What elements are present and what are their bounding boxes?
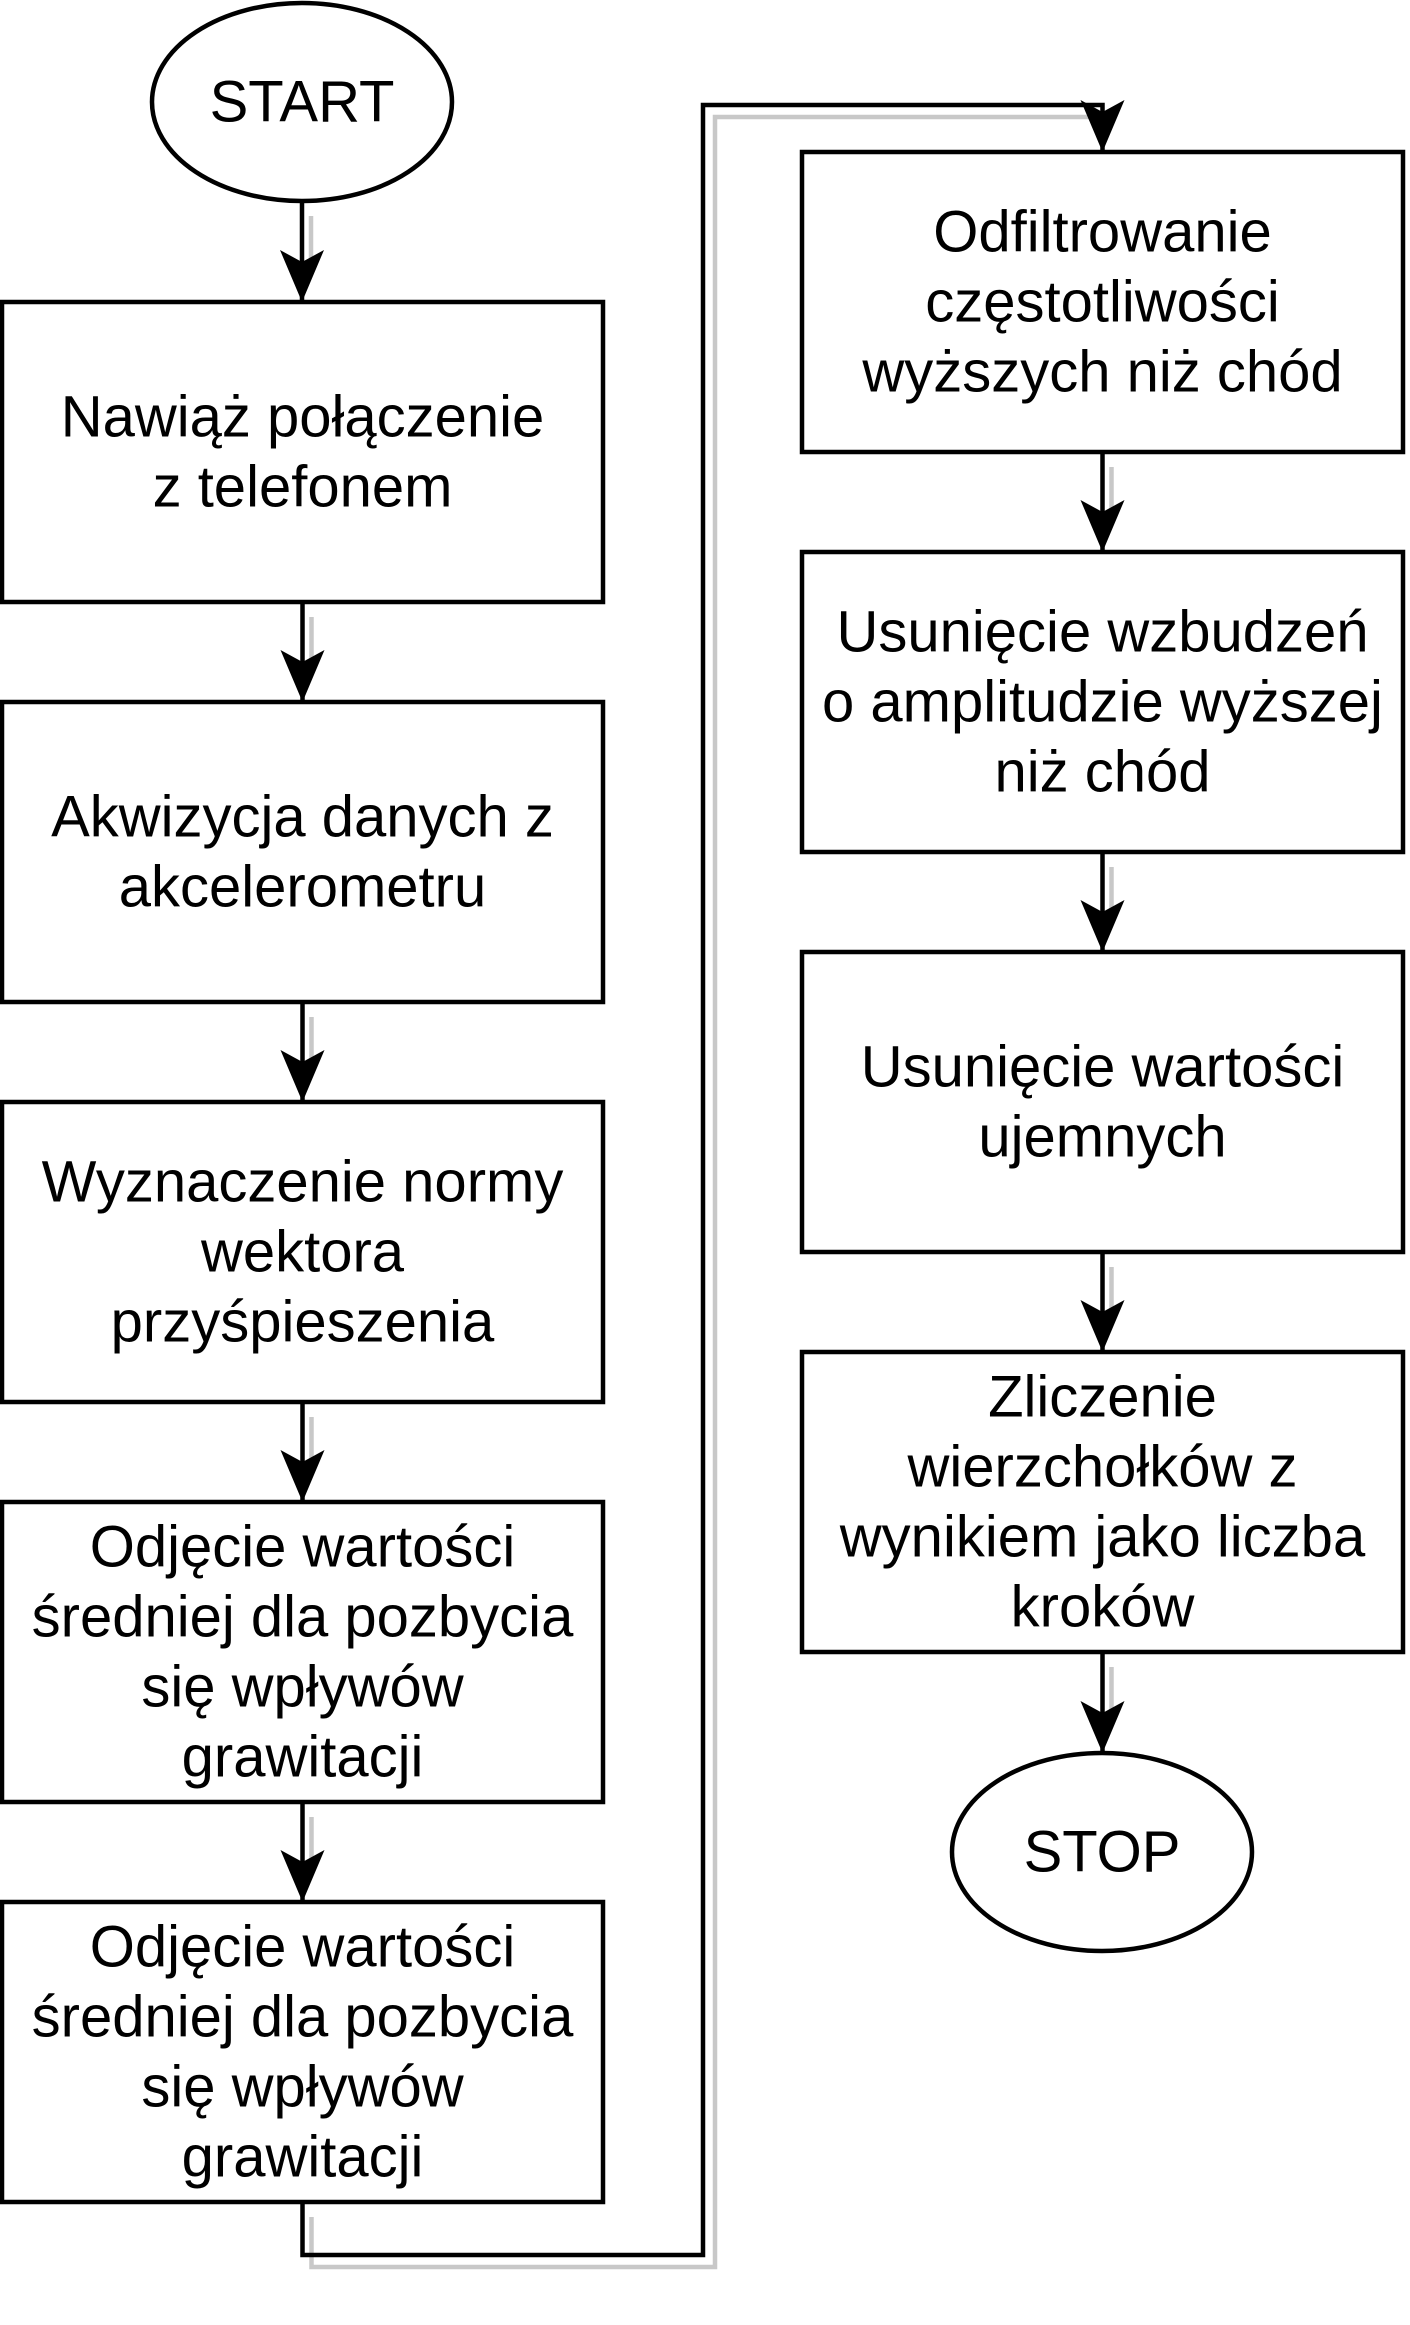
node-label-line: ujemnych — [978, 1105, 1226, 1170]
edge-step9-stop — [1080, 1652, 1125, 1753]
node-label-line: wynikiem jako liczba — [839, 1505, 1366, 1570]
edge-step7-step8 — [1080, 852, 1125, 952]
node-label-line: START — [210, 70, 395, 135]
process-box — [799, 1349, 1406, 1655]
arrowhead-icon — [280, 1850, 325, 1902]
node-label-line: się wpływów — [141, 1655, 464, 1720]
edge-step2-step3 — [280, 1002, 325, 1102]
node-label-line: przyśpieszenia — [111, 1290, 495, 1355]
node-label-line: kroków — [1011, 1575, 1196, 1640]
node-label-line: Nawiąż połączenie — [61, 385, 545, 450]
node-label-line: Odfiltrowanie — [933, 200, 1271, 265]
node-label-line: z telefonem — [153, 455, 453, 520]
node-label-line: Odjęcie wartości — [90, 1515, 515, 1580]
node-label-line: średniej dla pozbycia — [32, 1585, 574, 1650]
process-box — [0, 299, 606, 605]
arrowhead-icon — [1080, 500, 1125, 552]
edges-layer — [280, 100, 1125, 2270]
process-box — [0, 1499, 606, 1805]
edge-step4-step5 — [280, 1802, 325, 1902]
arrowhead-icon — [1080, 900, 1125, 952]
edge-step5-step6 — [300, 100, 1125, 2270]
edge-step1-step2 — [280, 602, 325, 702]
process-box — [0, 1099, 606, 1405]
node-label-line: grawitacji — [182, 2125, 424, 2190]
node-label-line: wektora — [200, 1220, 405, 1285]
process-box — [0, 1899, 606, 2205]
node-label-line: Akwizycja danych z — [51, 785, 554, 850]
edge-step8-step9 — [1080, 1252, 1125, 1352]
edge-step6-step7 — [1080, 452, 1125, 552]
terminator-shape — [949, 1750, 1255, 1954]
process-box — [799, 149, 1406, 455]
arrowhead-icon — [1080, 1300, 1125, 1352]
node-label-line: średniej dla pozbycia — [32, 1985, 574, 2050]
arrowhead-icon — [280, 1050, 325, 1102]
node-label-line: częstotliwości — [925, 270, 1280, 335]
terminator-shape — [149, 0, 455, 204]
node-label-line: się wpływów — [141, 2055, 464, 2120]
node-label-line: Usunięcie wzbudzeń — [837, 600, 1369, 665]
process-box — [0, 699, 606, 1005]
arrowhead-icon — [280, 650, 325, 702]
node-label-line: wyższych niż chód — [861, 340, 1342, 405]
node-label-line: Usunięcie wartości — [861, 1035, 1345, 1100]
node-label-line: akcelerometru — [119, 855, 486, 920]
node-label-line: o amplitudzie wyższej — [822, 670, 1383, 735]
process-box — [799, 949, 1406, 1255]
edge-start-step1 — [280, 201, 324, 302]
node-label-line: Zliczenie — [988, 1365, 1217, 1430]
arrowhead-icon — [280, 1450, 325, 1502]
edge-shadow — [309, 114, 1093, 2270]
edge-step3-step4 — [280, 1402, 325, 1502]
process-box — [799, 549, 1406, 855]
node-start: START — [149, 0, 455, 204]
node-label-line: wierzchołków z — [907, 1435, 1298, 1500]
node-label-line: niż chód — [994, 740, 1210, 805]
node-stop: STOP — [949, 1750, 1255, 1954]
node-label-line: grawitacji — [182, 1725, 424, 1790]
node-label-line: Wyznaczenie normy — [42, 1150, 564, 1215]
arrowhead-icon — [280, 250, 324, 302]
node-label-line: STOP — [1024, 1820, 1181, 1885]
arrowhead-icon — [1080, 100, 1125, 152]
arrowhead-icon — [1080, 1701, 1125, 1753]
node-label-line: Odjęcie wartości — [90, 1915, 515, 1980]
